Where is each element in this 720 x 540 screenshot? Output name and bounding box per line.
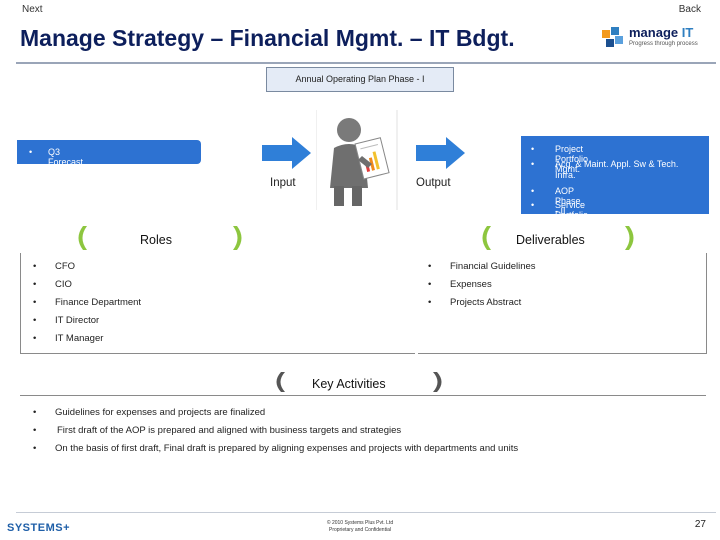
systems-plus-logo: SYSTEMS+ [7,522,70,534]
output-box: • Project Portfolio Mgmt. • Acq. & Maint… [521,136,709,230]
bullet: • [428,297,432,308]
input-label: Input [270,177,296,189]
role-text: IT Manager [55,333,104,344]
output-item-text: Acq. & Maint. Appl. Sw & Tech. Infra. [555,159,679,180]
deliverable-text: Financial Guidelines [450,261,536,272]
page-title: Manage Strategy – Financial Mgmt. – IT B… [20,25,515,51]
next-link[interactable]: Next [22,4,43,15]
copyright-line-1: © 2010 Systems Plus Pvt. Ltd [326,520,394,526]
deliverables-right-bracket-icon [625,226,634,250]
person-with-report-icon [316,110,398,210]
roles-panel-border-bottom [20,353,415,354]
bullet: • [428,261,432,272]
bullet: • [33,297,37,308]
roles-panel-border-left [20,253,21,353]
output-item-text: Project Portfolio Mgmt. [555,144,589,174]
roles-right-bracket-icon [233,226,242,250]
role-text: IT Director [55,315,100,326]
phase-label-box: Annual Operating Plan Phase - I [266,67,454,92]
activity-text: First draft of the AOP is prepared and a… [57,425,402,436]
logo-wordmark: manage IT [629,25,693,40]
key-activities-heading: Key Activities [312,377,386,391]
roles-left-bracket-icon [78,226,87,250]
logo-tagline: Progress through process [629,41,698,47]
logo-word-accent: IT [681,25,694,40]
deliverable-text: Projects Abstract [450,297,522,308]
deliverables-panel-border-right [706,253,707,353]
footer-divider [16,512,716,513]
input-item-text: Q3 Forecast [48,147,84,167]
back-link[interactable]: Back [678,4,701,15]
bullet: • [33,261,37,272]
bullet: • [33,425,37,436]
deliverable-text: Expenses [450,279,492,290]
bullet: • [428,279,432,290]
activity-text: Guidelines for expenses and projects are… [55,407,266,418]
deliverables-left-bracket-icon [482,226,491,250]
output-item-text: Service Portfolio Mgmt. [555,200,589,230]
role-text: CIO [55,279,72,290]
bullet: • [33,315,37,326]
activities-left-bracket-icon [276,372,285,392]
input-bar: • Q3 Forecast [17,140,201,167]
copyright-line-2: Proprietary and Confidential [329,527,391,533]
bullet: • [33,407,37,418]
copyright-notice: © 2010 Systems Plus Pvt. Ltd Proprietary… [310,520,410,534]
manage-it-logo: manage IT Progress through process [600,24,710,52]
activities-divider [20,395,706,396]
role-text: CFO [55,261,76,272]
page-number: 27 [694,519,706,530]
bullet: • [531,144,535,154]
bullet: • [531,200,535,210]
input-arrow-icon [262,137,311,169]
bullet: • [33,279,37,290]
output-item-text: AOP Phase - II [555,186,581,216]
output-arrow-icon [416,137,465,169]
bullet: • [33,333,37,344]
bullet: • [531,186,535,196]
bullet: • [33,443,37,454]
title-divider [16,62,716,64]
bullet: • [531,159,535,169]
activities-right-bracket-icon [433,372,442,392]
activity-text: On the basis of first draft, Final draft… [55,443,519,454]
logo-word: manage [629,25,679,40]
deliverables-heading: Deliverables [516,233,585,247]
deliverables-panel-border-bottom [418,353,707,354]
output-label: Output [416,177,451,189]
roles-heading: Roles [140,233,172,247]
bullet: • [29,147,33,157]
logo-cubes-icon [602,27,623,47]
role-text: Finance Department [55,297,142,308]
